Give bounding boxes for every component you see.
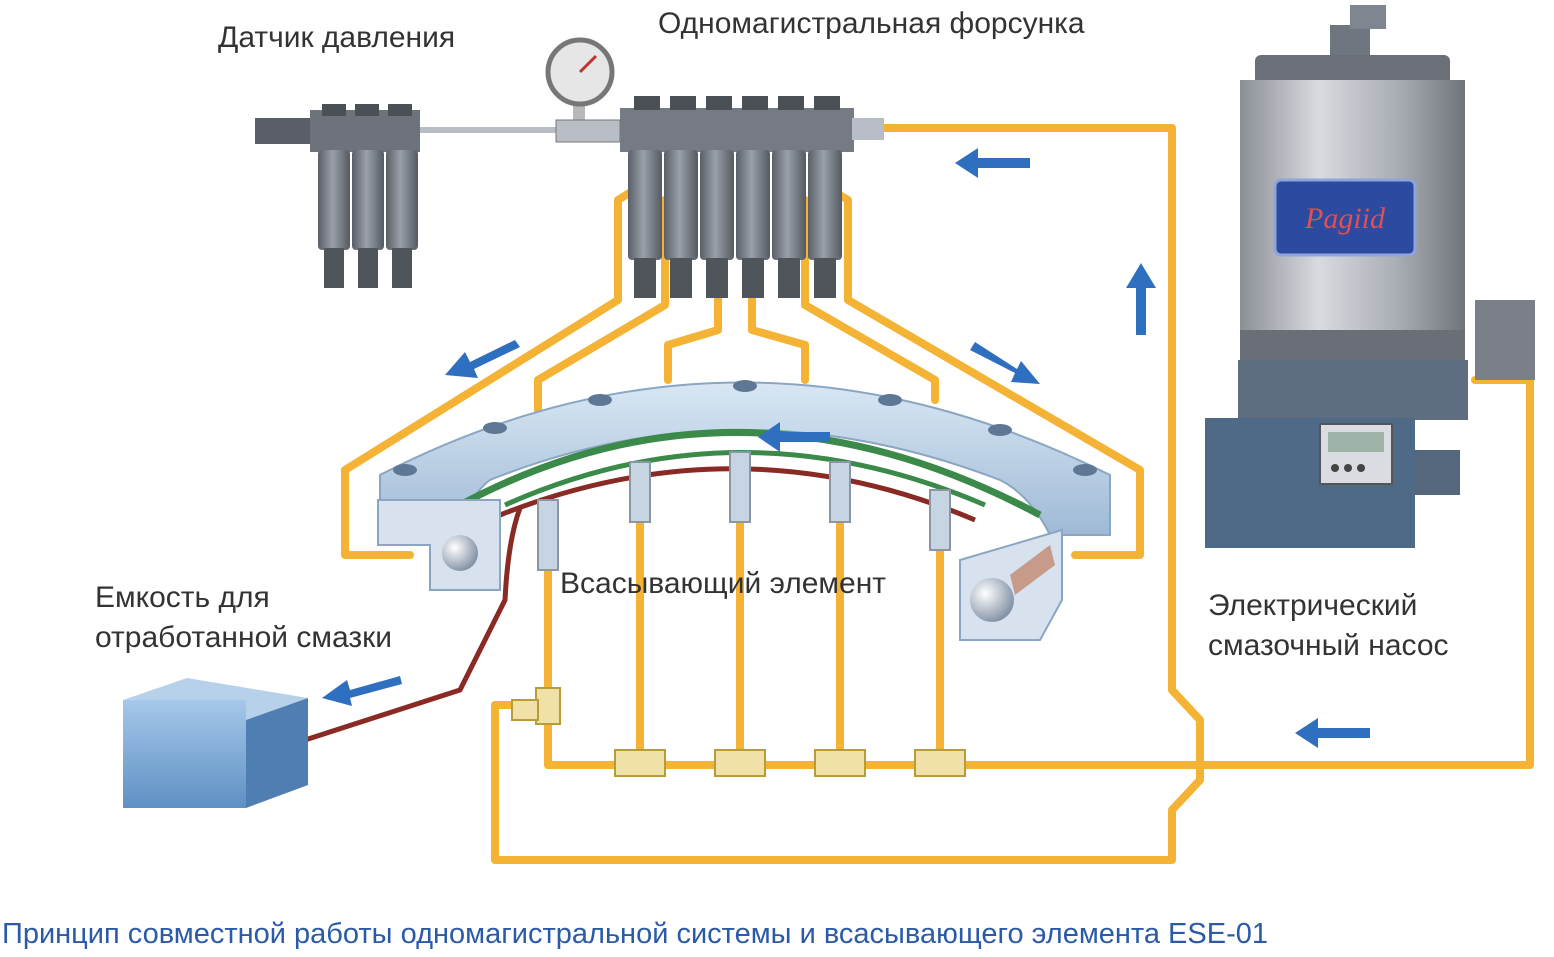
label-suction-element: Всасывающий элемент [560,567,887,600]
label-pump-1: Электрический [1208,589,1418,622]
label-waste-container-1: Емкость для [95,581,270,614]
arrow-to-container [322,676,402,706]
bearing-section-left [377,499,501,591]
tee-fittings [511,687,966,777]
bearing-ball-right [970,578,1014,622]
bearing-seal-outer [458,429,1042,519]
arrow-ring [758,422,830,452]
pressure-sensor [255,104,560,288]
pump-brand-logo: Pagiid [1304,202,1386,235]
injector-line-1 [341,186,638,559]
electric-pump: Pagiid [1205,5,1535,548]
waste-container [123,678,308,808]
diagram-caption: Принцип совместной работы одномагистраль… [2,918,1269,950]
slewing-bearing [377,380,1111,641]
arrow-down-left [445,340,520,378]
bearing-section-right [959,528,1063,641]
waste-line [304,507,523,743]
injector-line-6 [824,184,1144,559]
arrow-left-top [955,148,1030,178]
bearing-flange [379,381,1111,536]
single-line-injector [620,96,884,298]
return-loop-pipe [491,701,1204,864]
arrow-up-right [1126,263,1156,335]
pressure-gauge [545,37,621,143]
riser-pipe [876,124,1204,769]
label-pump-2: смазочный насос [1208,629,1449,662]
label-single-line-injector: Одномагистральная форсунка [658,7,1085,40]
flow-arrows [322,148,1370,748]
bearing-ball-left [442,535,478,571]
arrow-bottom-right [1295,718,1370,748]
label-pressure-sensor: Датчик давления [218,21,456,54]
label-waste-container-2: отработанной смазки [95,621,392,654]
arrow-down-right [970,342,1040,384]
